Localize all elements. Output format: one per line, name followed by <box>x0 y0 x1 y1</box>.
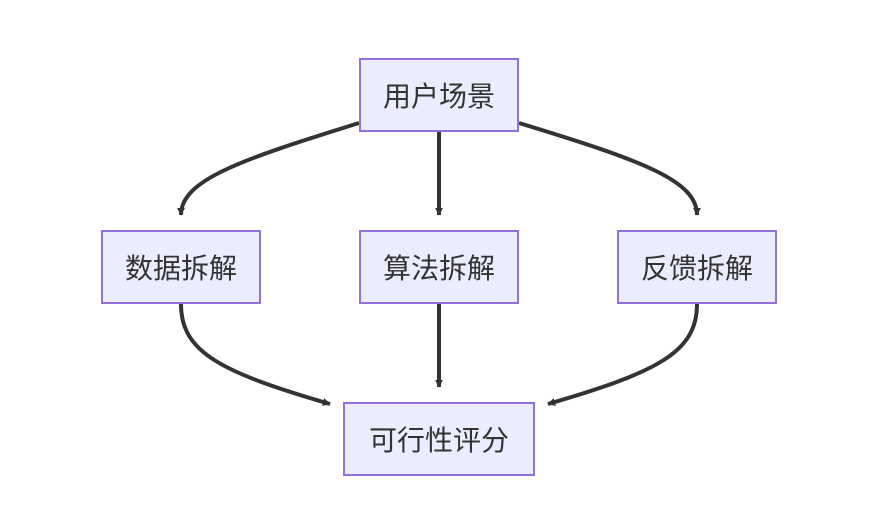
node-algorithm-breakdown: 算法拆解 <box>359 230 519 304</box>
edge-scene-to-data <box>177 121 360 216</box>
node-user-scenario-label: 用户场景 <box>382 80 495 113</box>
node-algorithm-breakdown-label: 算法拆解 <box>382 252 495 285</box>
edge-scene-to-feedback <box>518 121 701 216</box>
edge-feedback-to-score <box>547 303 699 406</box>
node-data-breakdown-label: 数据拆解 <box>124 252 237 285</box>
node-feasibility-score: 可行性评分 <box>343 402 535 476</box>
node-feasibility-score-label: 可行性评分 <box>368 424 509 457</box>
node-feedback-breakdown: 反馈拆解 <box>617 230 777 304</box>
node-user-scenario: 用户场景 <box>359 58 519 132</box>
node-data-breakdown: 数据拆解 <box>101 230 261 304</box>
node-feedback-breakdown-label: 反馈拆解 <box>640 252 753 285</box>
edge-data-to-score <box>179 303 331 406</box>
